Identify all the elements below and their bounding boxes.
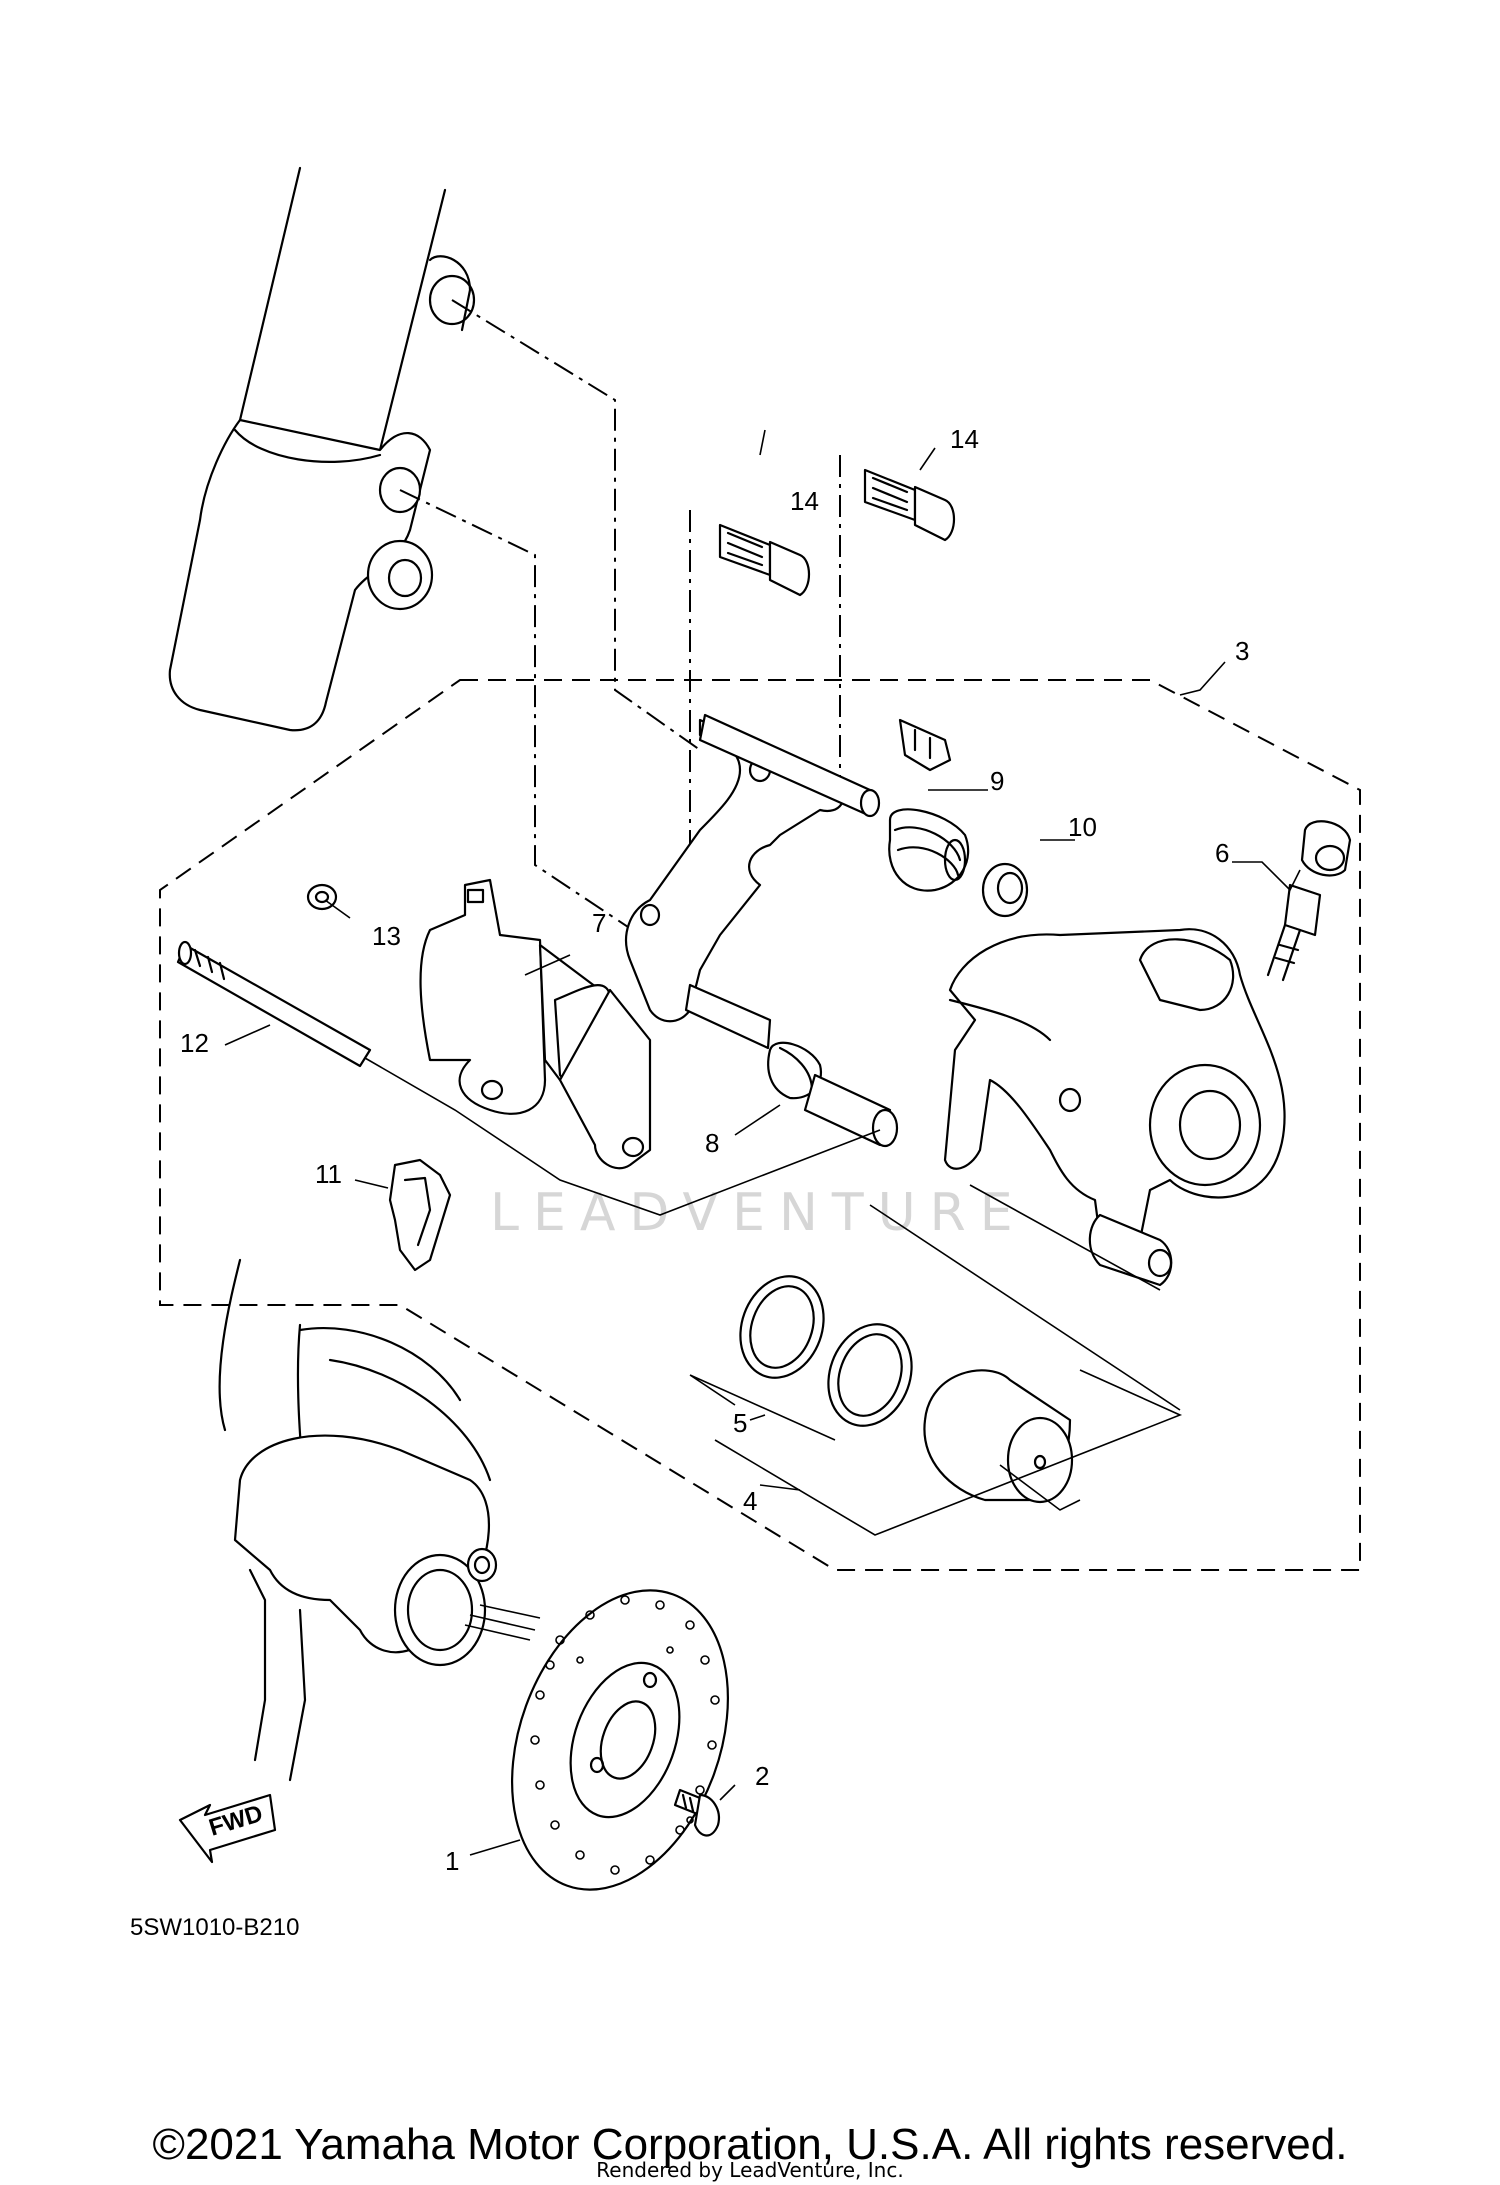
callout-4: 4 [743,1486,757,1516]
pin-8 [767,1041,899,1148]
watermark-text: LEADVENTURE [490,1183,1027,1243]
pad-spring-clip [898,718,952,772]
diagram-code: 5SW1010-B210 [130,1914,299,1941]
seal-5a [739,1275,825,1379]
disc-holes [530,1595,720,1875]
brake-disc-1 [511,1589,729,1891]
callouts: 3 6 9 10 7 13 12 8 11 5 4 1 2 14 14 [180,424,1249,1876]
rendered-by-notice: Rendered by LeadVenture, Inc. [596,2158,904,2182]
seal-5b [827,1323,913,1427]
callout-3: 3 [1235,636,1249,666]
leader-line [451,299,701,751]
pin-12 [176,940,372,1068]
bolt-2 [673,1788,720,1837]
brake-pads-7 [419,878,652,1170]
callout-14-b: 14 [950,424,979,454]
callout-12: 12 [180,1028,209,1058]
leader-line [399,489,641,936]
watermark: LEADVENTURE [490,1183,1027,1243]
callout-5: 5 [733,1408,747,1438]
callout-7: 7 [592,908,606,938]
ring-10 [981,862,1029,918]
callout-leaders [224,429,1301,1856]
leader-line [999,1464,1081,1511]
callout-2: 2 [755,1761,769,1791]
leader-line [714,1369,1183,1536]
callout-14-a: 14 [790,486,819,516]
callout-8: 8 [705,1128,719,1158]
fwd-arrow-icon: FWD [178,1793,277,1864]
leader-line [364,1057,881,1216]
leader-line [969,1184,1161,1291]
leader-line [689,1374,836,1441]
callout-6: 6 [1215,838,1229,868]
callout-11: 11 [315,1159,342,1189]
callout-10: 10 [1068,812,1097,842]
leader-line [869,1204,1181,1411]
clip-11 [388,1158,452,1272]
assembly-boundary [159,679,1361,1571]
callout-13: 13 [372,921,401,951]
fork-leg [168,166,476,732]
caliper-body [943,928,1286,1287]
piston-4 [923,1369,1074,1504]
bleed-screw-6 [1266,820,1352,982]
boot-9 [888,808,970,892]
callout-1: 1 [445,1846,459,1876]
wheel-hub [218,1258,541,1782]
callout-9: 9 [990,766,1004,796]
bolt-14-b [839,455,956,790]
copyright-notice: ©2021 Yamaha Motor Corporation, U.S.A. A… [152,2120,1348,2169]
caliper-bracket [625,713,881,1050]
